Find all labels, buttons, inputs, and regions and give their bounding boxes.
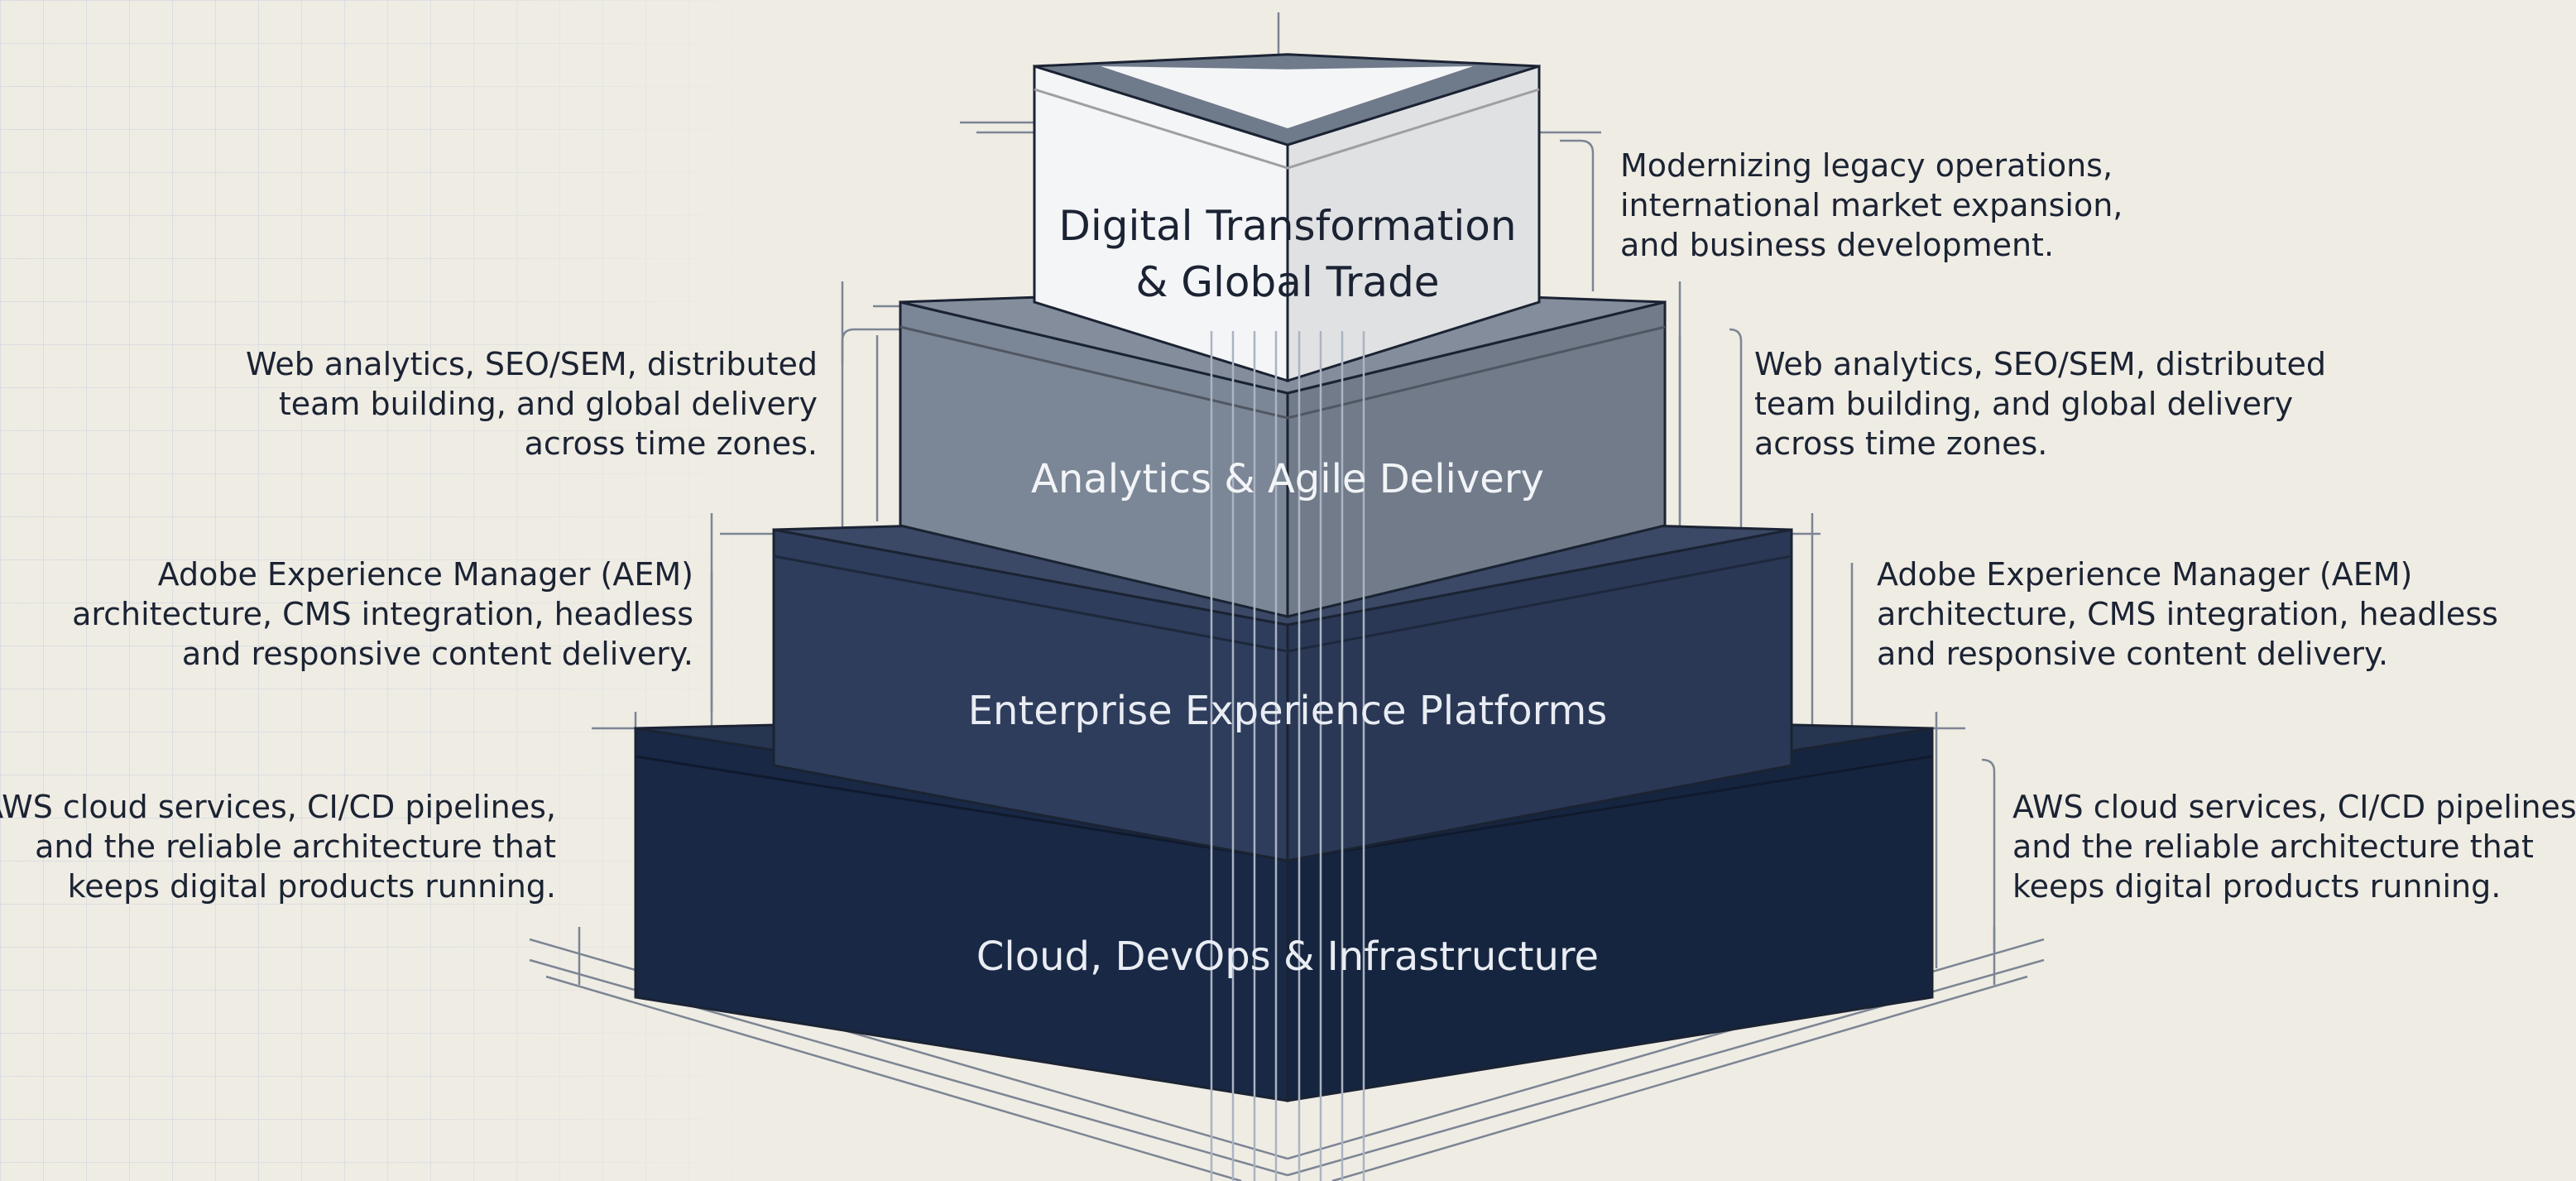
annotations: Modernizing legacy operations,internatio… bbox=[0, 147, 2576, 905]
tier-0 bbox=[1033, 53, 1541, 383]
annotation-analytics-left: across time zones. bbox=[525, 425, 818, 462]
tier-label: & Global Trade bbox=[1135, 258, 1439, 306]
annotation-analytics-right: team building, and global delivery bbox=[1754, 386, 2293, 422]
annotation-platforms-left: architecture, CMS integration, headless bbox=[72, 596, 693, 632]
tier-labels: Digital Transformation & Global TradeAnal… bbox=[968, 202, 1608, 980]
top-inset-face bbox=[1101, 66, 1473, 128]
tier-ridge bbox=[1034, 88, 1540, 170]
annotation-analytics-left: team building, and global delivery bbox=[279, 386, 818, 422]
annotation-cloud-left: and the reliable architecture that bbox=[35, 828, 556, 865]
annotation-platforms-right: architecture, CMS integration, headless bbox=[1877, 596, 2498, 632]
annotation-cloud-right: and the reliable architecture that bbox=[2012, 828, 2534, 865]
annotation-top-right: international market expansion, bbox=[1620, 187, 2123, 223]
annotation-platforms-left: and responsive content delivery. bbox=[182, 636, 693, 672]
annotation-cloud-left: keeps digital products running. bbox=[68, 868, 556, 905]
annotation-analytics-right: across time zones. bbox=[1754, 425, 2047, 462]
tier-ridge bbox=[773, 554, 1792, 653]
annotation-platforms-right: Adobe Experience Manager (AEM) bbox=[1877, 556, 2412, 593]
pyramid-tiers bbox=[634, 53, 1934, 1102]
annotation-top-right: and business development. bbox=[1620, 227, 2054, 263]
annotation-analytics-left: Web analytics, SEO/SEM, distributed bbox=[246, 346, 818, 382]
annotation-top-right: Modernizing legacy operations, bbox=[1620, 147, 2113, 184]
annotation-platforms-right: and responsive content delivery. bbox=[1877, 636, 2388, 672]
annotation-analytics-right: Web analytics, SEO/SEM, distributed bbox=[1754, 346, 2326, 382]
annotation-cloud-right: AWS cloud services, CI/CD pipelines, bbox=[2012, 789, 2576, 825]
tier-label: Cloud, DevOps & Infrastructure bbox=[976, 934, 1599, 980]
annotation-platforms-left: Adobe Experience Manager (AEM) bbox=[158, 556, 693, 593]
annotation-cloud-right: keeps digital products running. bbox=[2012, 868, 2501, 905]
tier-label: Analytics & Agile Delivery bbox=[1031, 456, 1544, 502]
tier-ridge bbox=[899, 325, 1666, 420]
tier-label: Enterprise Experience Platforms bbox=[968, 688, 1608, 734]
annotation-cloud-left: AWS cloud services, CI/CD pipelines, bbox=[0, 789, 556, 825]
tier-label: Digital Transformation bbox=[1058, 202, 1516, 250]
core-line-bundle bbox=[1210, 331, 1365, 1181]
